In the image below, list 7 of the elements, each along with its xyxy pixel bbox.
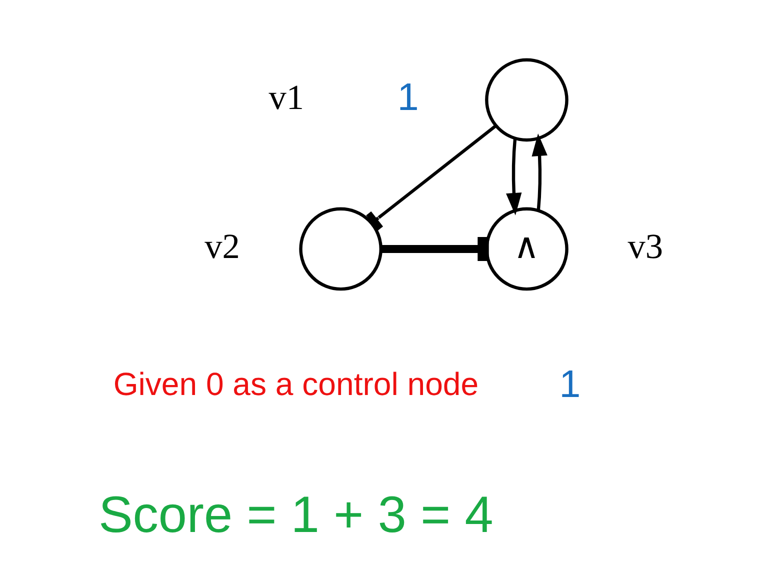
label: Score = 1 + 3 = 4	[98, 486, 493, 543]
node-label: v1	[268, 78, 304, 117]
node-label: v2	[204, 226, 240, 266]
node-label: 1	[558, 362, 580, 406]
node-label: Given 0 as a control node	[112, 366, 478, 402]
node-label: 1	[396, 76, 418, 119]
node-label: v3	[627, 226, 662, 266]
